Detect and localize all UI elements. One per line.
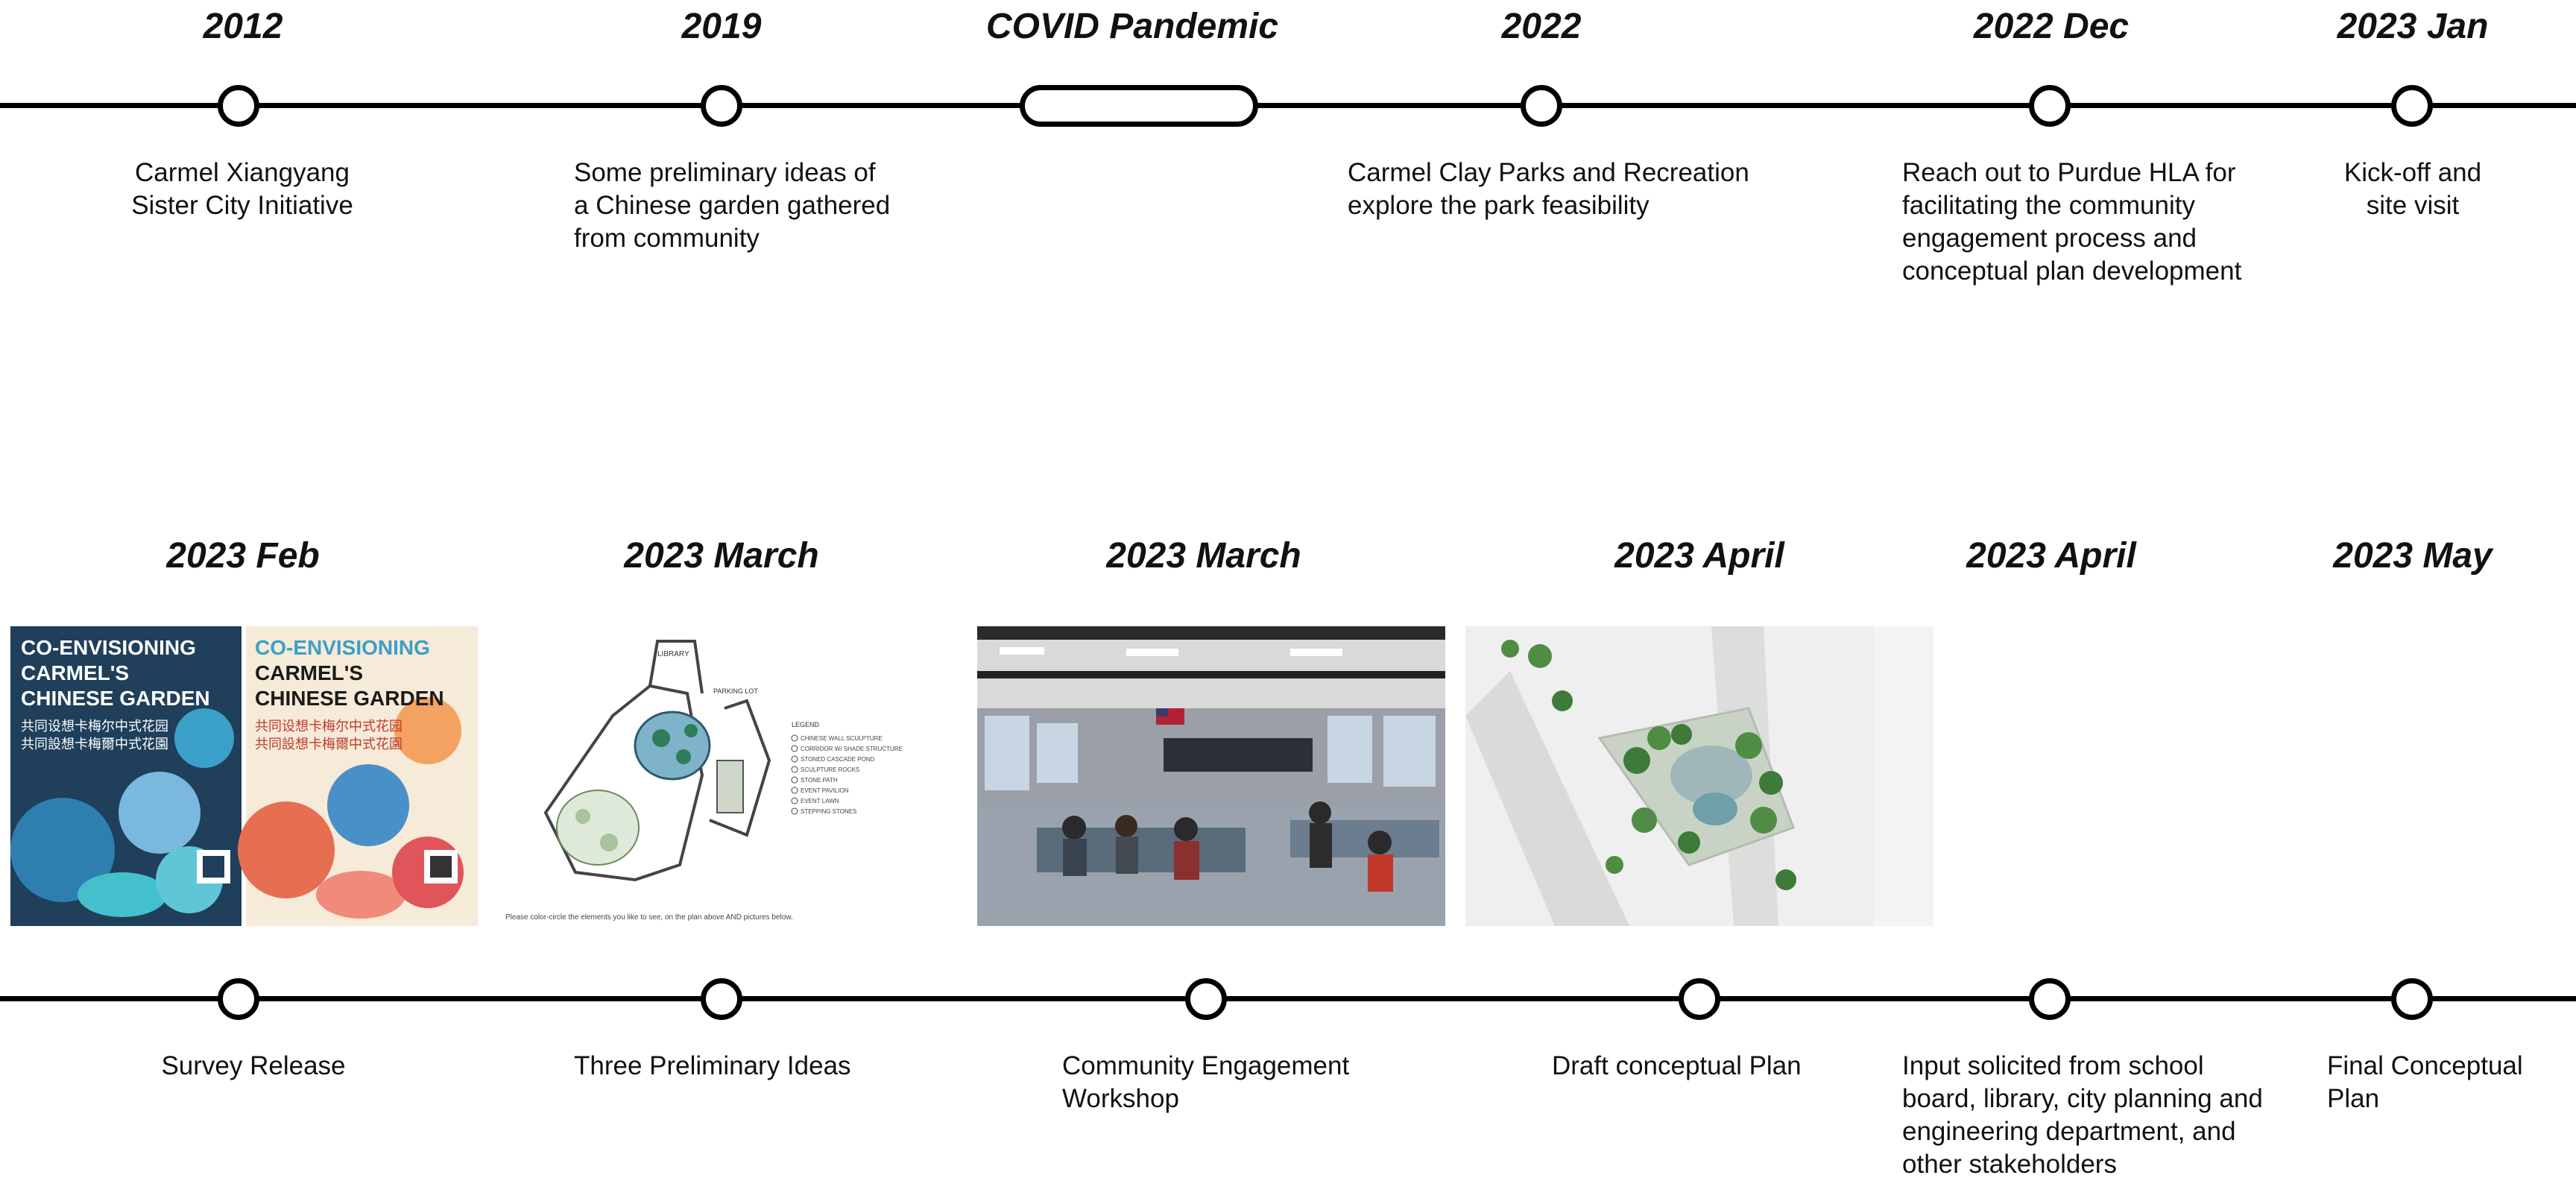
- legend-item: STEPPING STONES: [801, 808, 856, 815]
- poster-title: CHINESE GARDEN: [255, 687, 444, 710]
- poster-subtitle: 共同设想卡梅尔中式花园: [255, 719, 402, 734]
- covid-period-marker: [1020, 85, 1258, 127]
- date-2023-april: 2023 April: [1614, 536, 1784, 576]
- event-description: Kick-off and site visit: [2343, 158, 2482, 220]
- date-covid-pandemic: COVID Pandemic: [985, 7, 1279, 46]
- plan-label: LIBRARY: [657, 650, 689, 658]
- workshop-photo: [977, 626, 1445, 926]
- poster-subtitle: 共同設想卡梅爾中式花園: [21, 737, 168, 752]
- preliminary-plan-image: LIBRARY PARKING LOT LEGEND CHINESE WALL …: [501, 626, 948, 926]
- timeline-marker: [1679, 978, 1720, 1020]
- legend-item: STONED CASCADE POND: [801, 756, 875, 763]
- timeline-marker: [2391, 978, 2433, 1020]
- poster-title: CARMEL'S: [21, 661, 129, 684]
- plan-legend: CHINESE WALL SCULPTURE CORRIDOR W/ SHADE…: [791, 734, 903, 815]
- survey-poster-image: CO-ENVISIONING CARMEL'S CHINESE GARDEN 共…: [10, 626, 478, 926]
- timeline-marker: [218, 85, 259, 127]
- plan-caption: Please color-circle the elements you lik…: [505, 913, 793, 922]
- timeline-marker: [1185, 978, 1227, 1020]
- event-description: Carmel Xiangyang Sister City Initiative: [131, 158, 353, 220]
- event-description: Survey Release: [161, 1051, 346, 1080]
- event-description: Reach out to Purdue HLA for facilitating…: [1902, 158, 2242, 286]
- poster-subtitle: 共同设想卡梅尔中式花园: [21, 719, 168, 734]
- poster-title: CARMEL'S: [255, 661, 363, 684]
- legend-item: EVENT LAWN: [801, 798, 839, 804]
- poster-title: CO-ENVISIONING: [255, 636, 430, 659]
- plan-label: PARKING LOT: [713, 687, 758, 695]
- date-2023-march: 2023 March: [624, 536, 819, 576]
- bottom-timeline-line: [0, 996, 2576, 1001]
- legend-item: CHINESE WALL SCULPTURE: [801, 735, 883, 742]
- event-description: Three Preliminary Ideas: [574, 1051, 851, 1080]
- timeline-marker: [218, 978, 259, 1020]
- date-2019: 2019: [681, 7, 762, 46]
- timeline-marker: [2029, 85, 2071, 127]
- legend-title: LEGEND: [792, 721, 820, 728]
- poster-title: CO-ENVISIONING: [21, 636, 196, 659]
- event-description: Draft conceptual Plan: [1552, 1051, 1802, 1080]
- legend-item: EVENT PAVILION: [801, 787, 849, 794]
- top-timeline-line: [0, 103, 2576, 108]
- date-2023-april: 2023 April: [1966, 536, 2136, 576]
- timeline-marker: [1521, 85, 1562, 127]
- event-description: Carmel Clay Parks and Recreation explore…: [1348, 158, 1749, 220]
- legend-item: CORRIDOR W/ SHADE STRUCTURE: [801, 746, 903, 752]
- poster-title: CHINESE GARDEN: [21, 687, 210, 710]
- event-description: Some preliminary ideas of a Chinese gard…: [574, 158, 891, 253]
- date-2023-may: 2023 May: [2333, 536, 2493, 576]
- date-2023-jan: 2023 Jan: [2337, 7, 2489, 46]
- timeline-marker: [2391, 85, 2433, 127]
- event-description: Input solicited from school board, libra…: [1902, 1051, 2263, 1179]
- date-2022-dec: 2022 Dec: [1973, 7, 2130, 46]
- event-description: Community Engagement Workshop: [1062, 1051, 1350, 1113]
- timeline-marker: [701, 978, 742, 1020]
- legend-item: STONE PATH: [801, 777, 838, 784]
- draft-plan-image: [1465, 626, 1933, 926]
- poster-subtitle: 共同設想卡梅爾中式花園: [255, 737, 402, 752]
- date-2022: 2022: [1501, 7, 1582, 46]
- date-2023-march: 2023 March: [1106, 536, 1301, 576]
- timeline-marker: [2029, 978, 2071, 1020]
- legend-item: SCULPTURE ROCKS: [801, 766, 859, 773]
- date-2023-feb: 2023 Feb: [166, 536, 320, 576]
- timeline-marker: [701, 85, 742, 127]
- date-2012: 2012: [203, 7, 283, 46]
- event-description: Final Conceptual Plan: [2327, 1051, 2523, 1113]
